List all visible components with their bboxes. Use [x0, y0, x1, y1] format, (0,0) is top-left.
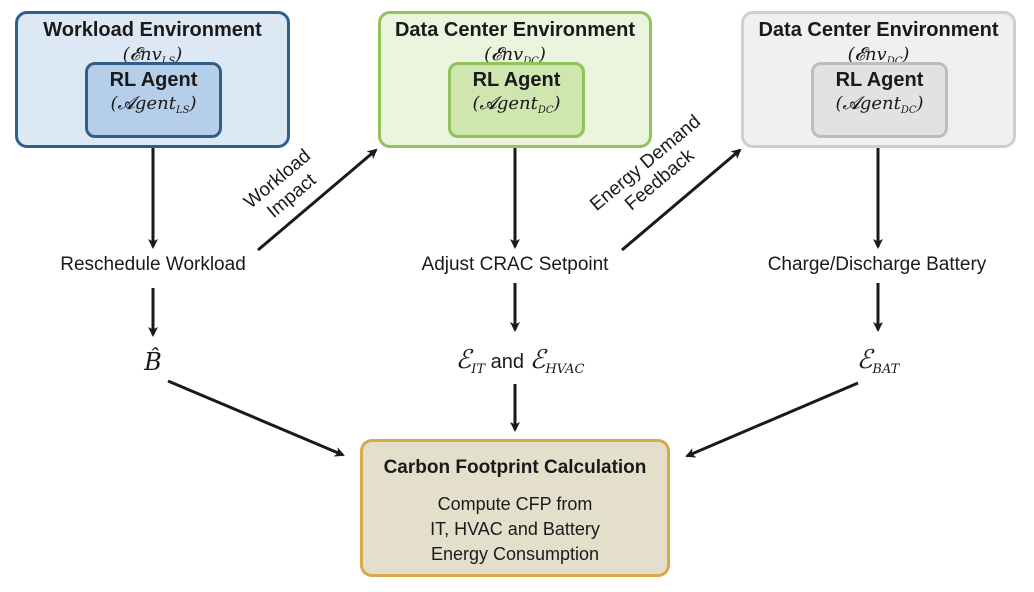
arrow-bhat-to-cfp [167, 379, 345, 457]
carbon-footprint-title: Carbon Footprint Calculation [383, 457, 647, 478]
carbon-footprint-line-1: Compute CFP from [437, 494, 593, 514]
workload-environment-title: Workload Environment [43, 19, 262, 41]
arrow-energy-demand-feedback [621, 148, 742, 252]
dc-environment-title: Data Center Environment [394, 19, 636, 41]
dc-rl-agent-title: RL Agent [472, 69, 561, 91]
energy-bat-symbol: ℰBAT [856, 345, 900, 377]
b-hat-symbol: B̂ [144, 348, 162, 376]
dc-rl-agent-box: RL Agent (𝓐gentDC) [448, 62, 585, 138]
battery-environment-title: Data Center Environment [758, 19, 999, 41]
battery-environment-symbol: (𝓔nvDC) [847, 44, 910, 67]
carbon-footprint-box: Carbon Footprint Calculation Compute CFP… [360, 439, 670, 577]
workload-rl-agent-title: RL Agent [109, 69, 198, 91]
arrow-workload-impact [257, 148, 378, 252]
battery-rl-agent-symbol: (𝓐gentDC) [835, 93, 924, 116]
workload-environment-symbol: (𝓔nvLS) [122, 44, 183, 67]
workload-rl-agent-box: RL Agent (𝓐gentLS) [85, 62, 222, 138]
dc-rl-agent-symbol: (𝓐gentDC) [472, 93, 561, 116]
carbon-footprint-line-2: IT, HVAC and Battery [430, 519, 600, 539]
energy-it-hvac-symbol: ℰIT and ℰHVAC [455, 345, 585, 377]
adjust-crac-label: Adjust CRAC Setpoint [421, 254, 609, 275]
dc-environment-symbol: (𝓔nvDC) [484, 44, 546, 67]
battery-rl-agent-box: RL Agent (𝓐gentDC) [811, 62, 948, 138]
reschedule-workload-label: Reschedule Workload [60, 254, 246, 275]
carbon-footprint-line-3: Energy Consumption [430, 544, 600, 564]
workload-rl-agent-symbol: (𝓐gentLS) [110, 93, 197, 116]
charge-discharge-battery-label: Charge/Discharge Battery [767, 254, 987, 275]
arrow-ebat-to-cfp [685, 381, 859, 458]
battery-rl-agent-title: RL Agent [835, 69, 924, 91]
